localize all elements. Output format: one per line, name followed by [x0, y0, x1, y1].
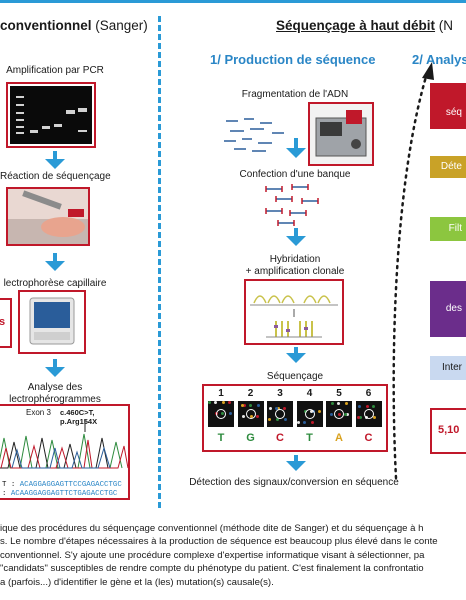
cycle-image [355, 401, 382, 427]
seq2-text: ACAAGGAGGAGTTCTGAGACCTGC [10, 490, 118, 498]
analysis-card-3: Filt [430, 217, 466, 241]
sequencer-svg [20, 292, 84, 352]
sonicator-svg [310, 104, 372, 164]
sanger-header: conventionnel (Sanger) [0, 18, 148, 33]
step-seq-reaction-label: Réaction de séquençage [0, 171, 111, 182]
dna-fragments-svg [224, 118, 284, 152]
caption-line-2: s. Le nombre d'étapes nécessaires à la p… [0, 536, 438, 548]
arrow-ngs-4 [286, 455, 306, 471]
pipette-photo [6, 187, 90, 246]
base-call: A [335, 432, 343, 444]
final-result-box: 5,10 [430, 408, 466, 454]
ngs-step-library: Confection d'une banque [239, 169, 351, 180]
analysis-card-5-text: Inter [441, 362, 462, 373]
caption-line-4: "candidats" susceptibles de rendre compt… [0, 563, 424, 575]
analysis-card-3-text: Filt [448, 223, 462, 234]
step-electrophoresis-label: lectrophorèse capillaire [3, 278, 107, 289]
base-call: G [246, 432, 255, 444]
library-fragments-svg [265, 184, 319, 226]
sanger-header-suffix: (Sanger) [91, 18, 148, 33]
gel-image [6, 82, 96, 148]
sonicator-photo [308, 102, 374, 166]
flowcell-svg [246, 281, 342, 343]
cycle-image [267, 401, 293, 427]
analysis-card-4: des [430, 281, 466, 337]
chromatogram-svg [0, 420, 128, 469]
sequence-line-2: : ACAAGGAGGAGTTCTGAGACCTGC [2, 490, 117, 498]
mutation-label: c.460C>T, p.Arg154X [60, 408, 98, 426]
step-pcr-label: Amplification par PCR [6, 65, 104, 76]
cycle-image [296, 401, 323, 427]
dotted-curve-arrow [392, 62, 434, 480]
ngs-step-fragmentation: Fragmentation de l'ADN [241, 89, 349, 100]
arrow-sanger-3 [45, 359, 65, 377]
ngs-header: Séquençage à haut débit (N [276, 18, 453, 33]
base-call: C [364, 432, 373, 444]
arrow-ngs-1 [286, 138, 306, 158]
ngs-section2-title: 2/ Analys [412, 52, 466, 67]
caption-line-5: a (parfois...) d'identifier le gène et l… [0, 576, 274, 588]
step-analysis-label-1: Analyse des [27, 382, 83, 393]
ngs-step-amplification: + amplification clonale [245, 266, 345, 277]
analysis-card-2-text: Déte [440, 161, 462, 172]
ngs-section1-title: 1/ Production de séquence [210, 52, 376, 67]
cycle-number: 6 [365, 388, 372, 399]
base-call: T [217, 432, 225, 444]
ngs-header-suffix: (N [435, 18, 454, 33]
sanger-header-bold: conventionnel [0, 18, 92, 33]
arrow-ngs-2 [286, 228, 306, 246]
ngs-step-hybridation: Hybridation [269, 254, 321, 265]
arrow-sanger-2 [45, 253, 65, 271]
ngs-step-sequencing: Séquençage [266, 371, 324, 382]
seq2-prefix: : [2, 490, 11, 498]
cycle-number: 3 [277, 388, 283, 399]
seq1-prefix: T : [2, 481, 20, 489]
gel-svg [10, 86, 92, 144]
left-partial-box: s [0, 298, 12, 348]
step-analysis-label-2: lectrophérogrammes [9, 394, 101, 405]
divider-dashed [158, 16, 161, 508]
cycle-number: 1 [218, 388, 224, 399]
analysis-card-5: Inter [430, 356, 466, 380]
chromatogram-box: Exon 3 c.460C>T, p.Arg154X T : ACAGGAGGA… [0, 404, 130, 500]
base-call: C [276, 432, 284, 444]
left-partial-text: s [0, 316, 6, 328]
seq1-text: ACAGGAGGAGTTCCGAGACCTGC [19, 481, 122, 489]
analysis-card-1: séq [430, 83, 466, 129]
final-result-text: 5,10 [438, 424, 460, 436]
top-rule [0, 0, 466, 3]
caption-line-3: conventionnel. S'y ajoute une procédure … [0, 549, 425, 561]
cycle-number: 2 [247, 388, 254, 399]
ngs-header-bold: Séquençage à haut débit [276, 18, 436, 33]
cycle-number: 4 [306, 388, 313, 399]
analysis-card-2: Déte [430, 156, 466, 178]
sequencer-photo [18, 290, 86, 354]
analysis-card-4-text: des [445, 303, 462, 314]
sequence-line-1: T : ACAGGAGGAGTTCCGAGACCTGC [2, 481, 122, 489]
analysis-card-1-text: séq [445, 107, 462, 118]
ngs-step-detection: Détection des signaux/conversion en séqu… [189, 477, 399, 488]
cycle-image [208, 401, 234, 427]
pipette-svg [8, 189, 88, 244]
flowcell-diagram [244, 279, 344, 345]
cycle-image [237, 401, 264, 427]
cycle-image [326, 401, 352, 427]
base-call: T [306, 432, 313, 444]
arrow-sanger-1 [45, 151, 65, 169]
caption-line-1: ique des procédures du séquençage conven… [0, 523, 424, 534]
exon-label: Exon 3 [26, 408, 51, 417]
arrow-ngs-3 [286, 347, 306, 363]
cycle-number: 5 [336, 388, 342, 399]
caption: ique des procédures du séquençage conven… [0, 522, 466, 589]
